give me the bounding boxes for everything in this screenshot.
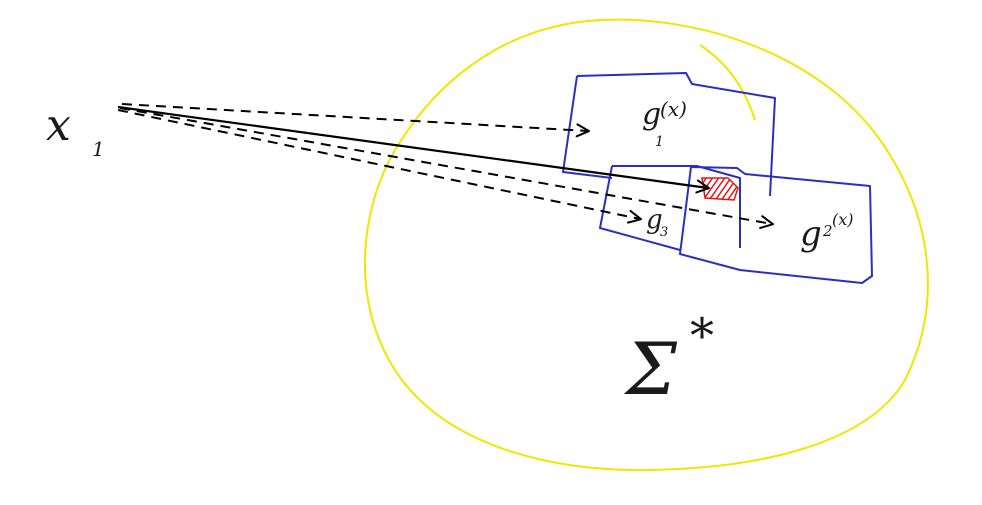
g2-subscript: 2 [822,222,833,240]
g2-box [679,166,873,284]
g1-subscript: 1 [655,134,664,150]
g1-box [562,72,776,197]
arrow-to-intersection [117,105,710,194]
g3-label: g [646,205,663,235]
arrow-to-g3 [117,109,642,224]
arrow-to-g1 [121,103,590,138]
x1-subscript: 1 [92,137,105,161]
star-superscript: * [690,308,714,364]
region-inner-stroke [699,44,756,121]
arrow-to-g2 [119,107,774,229]
g3-subscript: 3 [660,225,668,240]
g3-box [599,165,741,251]
g2-label: g [800,214,822,254]
sigma-label: Σ [623,327,678,411]
g1-argument: (x) [660,97,687,121]
g2-argument: (x) [832,210,854,229]
sigma-star-region [364,18,929,472]
g1-label: g [642,97,661,132]
x1-label: x [46,100,71,151]
intersection-hatch [701,177,739,201]
